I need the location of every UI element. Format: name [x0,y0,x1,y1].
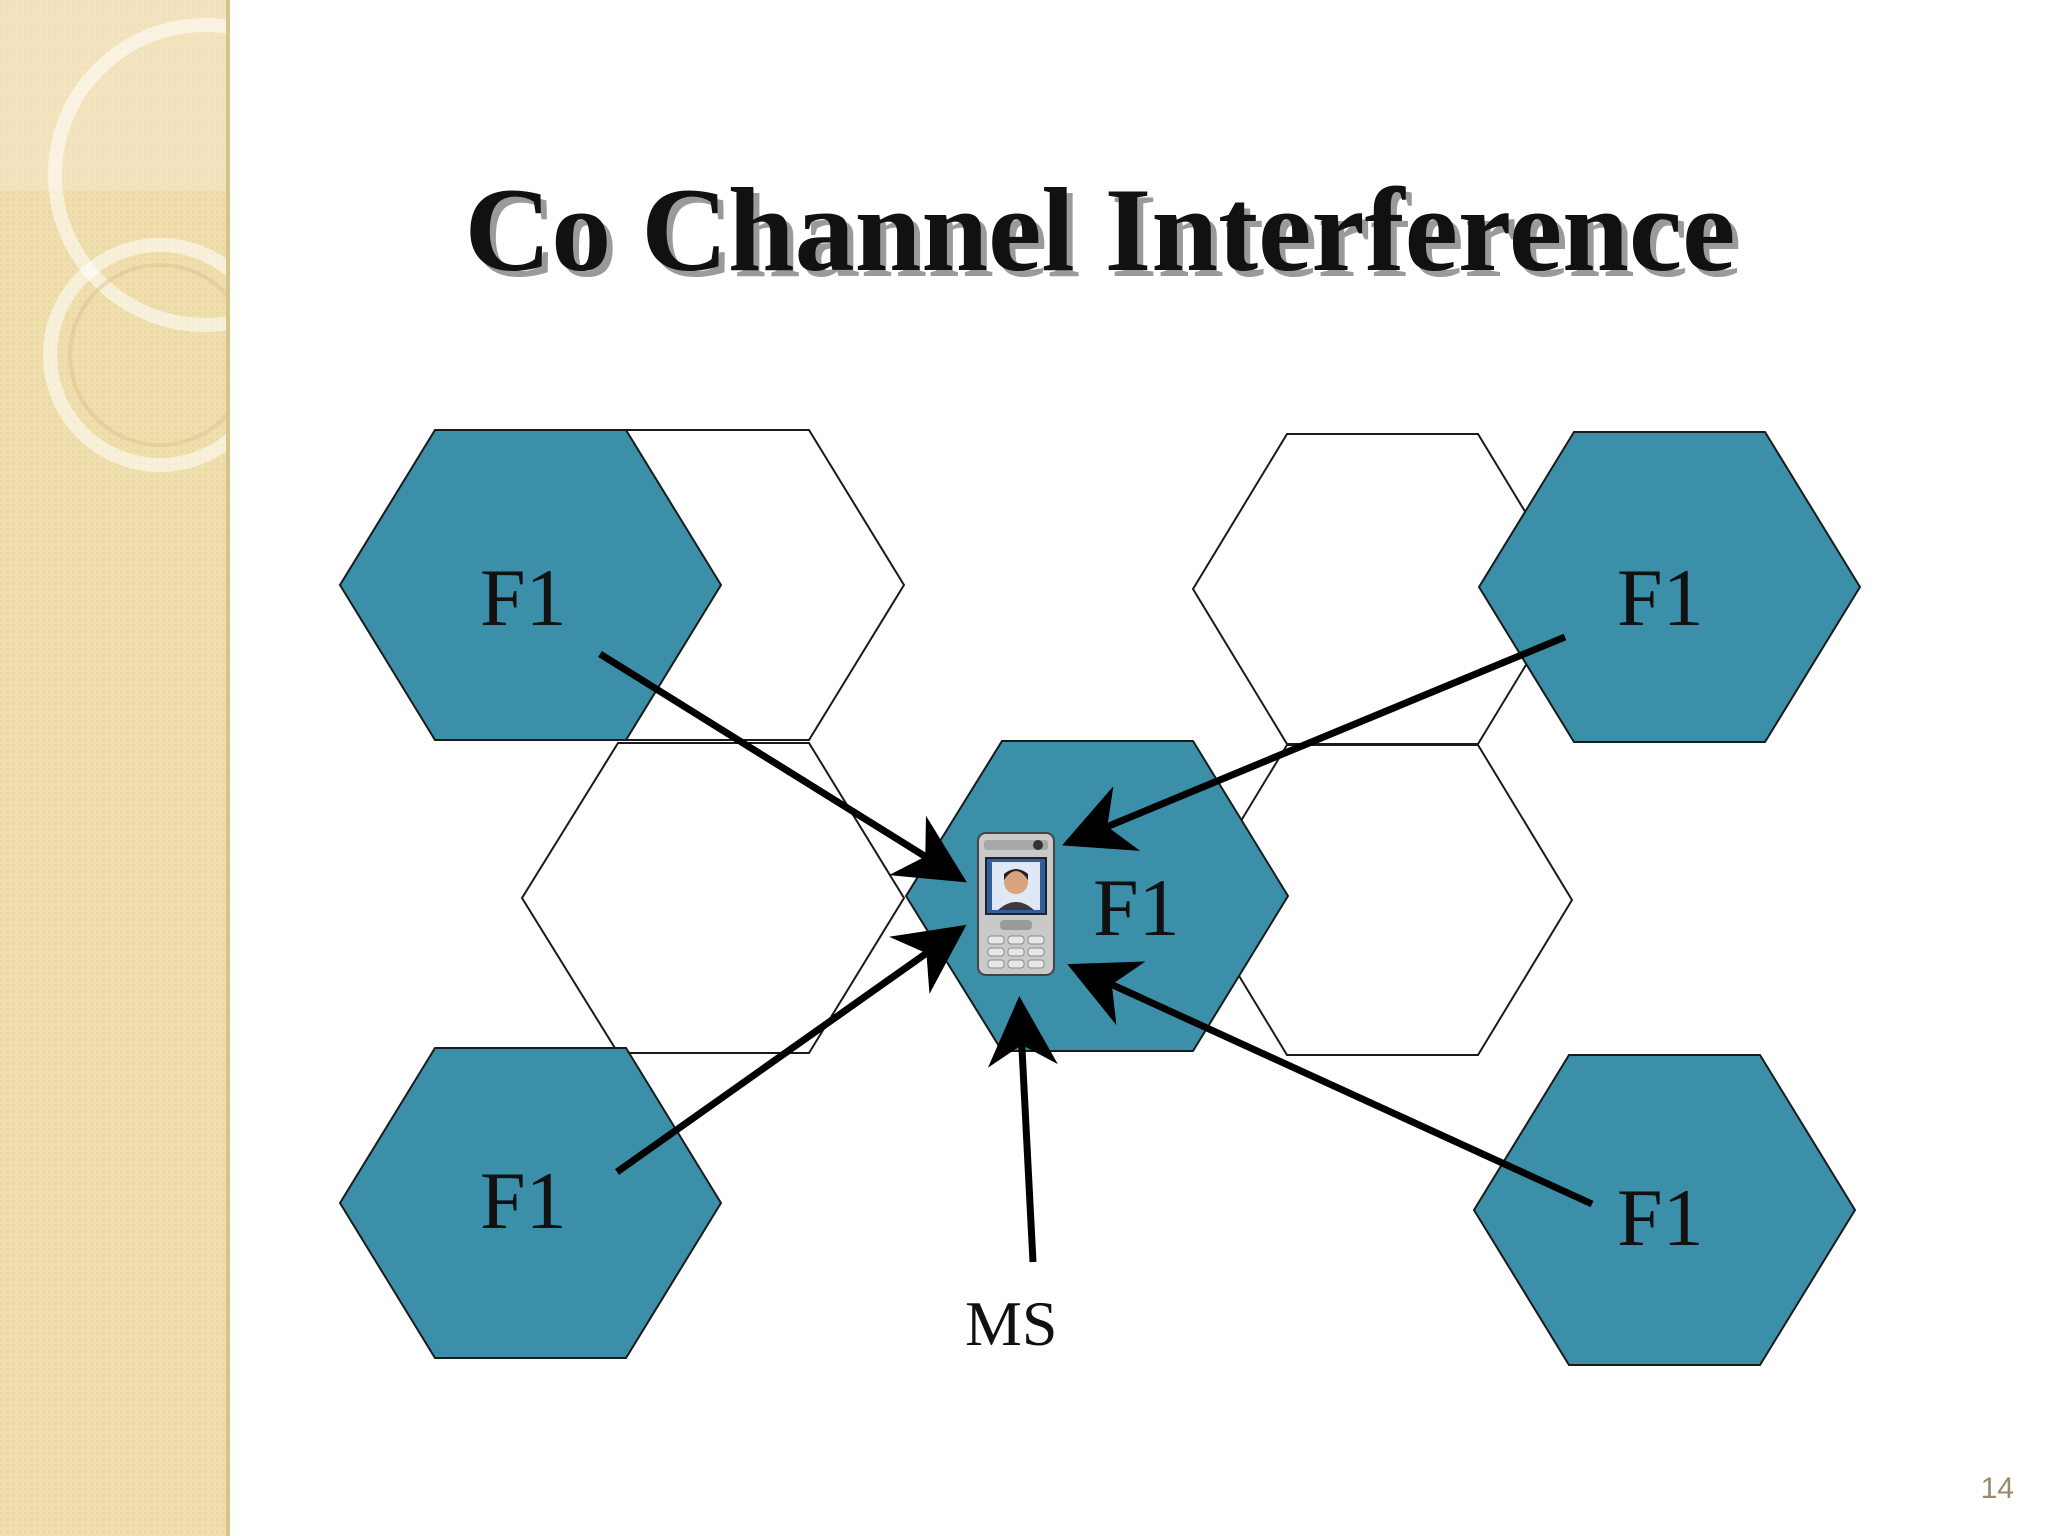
cell-label-top-left: F1 [480,552,567,643]
decorative-ring-small [43,238,230,472]
neighbor-cell [520,742,906,1054]
co-channel-cell-bottom-right [1472,1054,1857,1366]
cell-label-bottom-right: F1 [1617,1172,1704,1263]
interference-arrow-top-right [1062,633,1567,851]
interference-arrows [598,633,1594,1263]
cell-label-top-right: F1 [1617,552,1704,643]
decorative-ring-large [48,18,230,332]
interference-arrow-bottom-right [1067,961,1594,1208]
decorative-sidebar [0,0,230,1536]
co-channel-cell-top-left [338,429,723,741]
cell-label-bottom-left: F1 [480,1155,567,1246]
slide-title: Co Channel Interference [464,163,1736,296]
mobile-phone-icon [977,832,1055,976]
co-channel-cell-top-right [1477,431,1862,743]
ms-pointer-arrow [987,996,1058,1263]
ms-label: MS [965,1288,1058,1359]
page-number: 14 [1980,1472,2014,1505]
interference-arrow-bottom-left [614,924,967,1175]
cell-label-center: F1 [1093,862,1180,953]
co-channel-cell-bottom-left [338,1047,723,1359]
interference-arrow-top-left [598,651,967,883]
